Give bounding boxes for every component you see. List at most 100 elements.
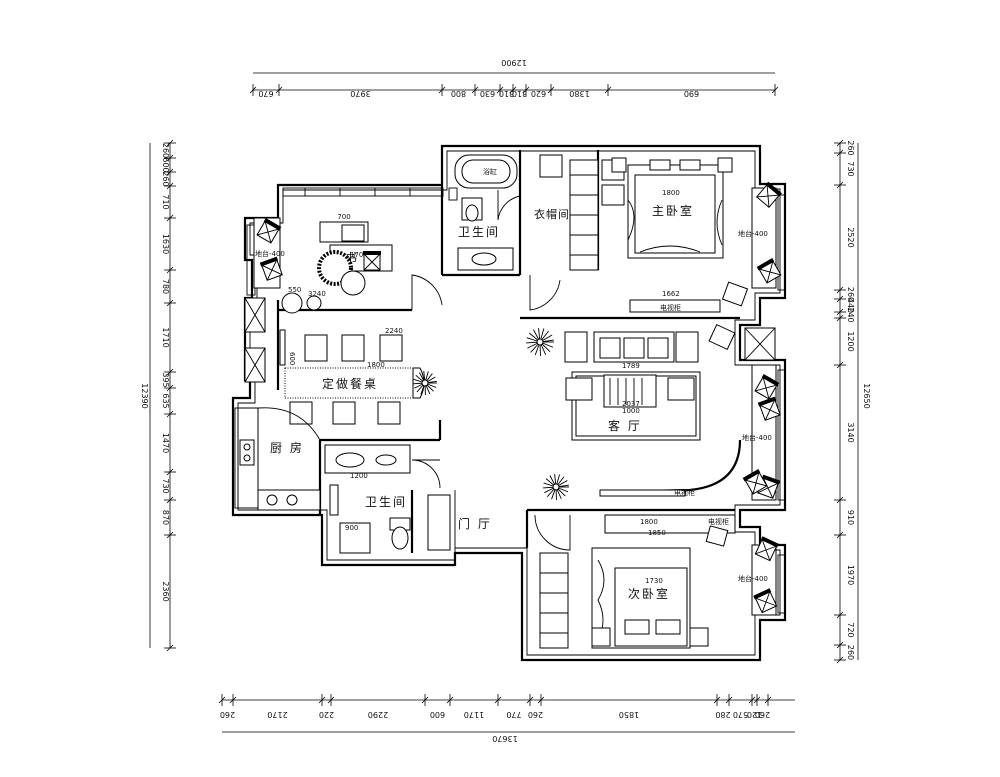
right-dim-label: 1970 — [846, 565, 855, 585]
kitchen: 厨 房 — [237, 407, 321, 511]
living-room: 1789 1000 2037 客 厅 地台-400 电视柜 — [564, 323, 777, 501]
right-total-dim: 12650 — [862, 383, 871, 408]
carpet-dim: 2037 — [622, 400, 640, 408]
master-bed-dim: 1800 — [662, 189, 680, 197]
bar-depth-dim: 600 — [288, 352, 296, 365]
bottom-dim-label: 120 — [747, 710, 762, 719]
right-dim-label: 720 — [846, 622, 855, 637]
kitchen-label: 厨 房 — [270, 440, 304, 455]
second-bedroom-label: 次卧室 — [628, 586, 670, 601]
bottom-dim-label: 2170 — [267, 710, 287, 719]
left-dim-label: 600 — [161, 157, 170, 172]
study-table-dim: 1700 — [350, 251, 368, 259]
second-bed-dim: 1730 — [645, 577, 663, 585]
living-room-label: 客 厅 — [608, 418, 642, 433]
balcony-chair — [742, 468, 768, 495]
bottom-dim-label: 2290 — [368, 710, 388, 719]
left-dimensions: 2606002607101630780171039563514707308702… — [140, 139, 176, 652]
balcony-chair — [757, 396, 781, 421]
right-dim-label: 260 — [846, 645, 855, 660]
bottom-dim-label: 280 — [715, 710, 730, 719]
top-dim-label: 1380 — [569, 89, 589, 98]
balcony-chair — [754, 536, 779, 562]
left-total-dim: 12390 — [140, 383, 149, 408]
top-total-dim: 12900 — [501, 58, 526, 67]
right-dim-label: 260 — [846, 287, 855, 302]
study-chair-dim: 550 — [288, 286, 301, 294]
study-small-dim: 3240 — [308, 290, 326, 298]
bottom-dim-label: 260 — [755, 710, 770, 719]
sofa-dim: 1789 — [622, 362, 640, 370]
balcony-chair — [756, 181, 782, 208]
walls — [231, 144, 787, 662]
second-desk-dim: 1850 — [648, 529, 666, 537]
master-balcony-label: 地台-400 — [738, 229, 768, 238]
bottom-dim-label: 220 — [319, 710, 334, 719]
bar-label: 定做餐桌 — [322, 376, 378, 391]
right-dim-label: 730 — [846, 161, 855, 176]
right-dimensions: 2607302520260440240120031409101970720260… — [834, 139, 871, 664]
windows — [234, 187, 786, 614]
master-bath-label: 卫生间 — [458, 225, 500, 239]
second-tv-dim: 1800 — [640, 518, 658, 526]
basin-dim: 1200 — [350, 472, 368, 480]
right-dim-label: 240 — [846, 307, 855, 322]
plant-pot — [552, 483, 560, 491]
dining-bar: 600 2240 定做餐桌 1800 — [279, 327, 425, 425]
coffee-table-dim: 1000 — [622, 407, 640, 415]
doors — [411, 190, 571, 551]
right-dim-label: 910 — [846, 510, 855, 525]
top-dim-label: 310 — [512, 89, 527, 98]
top-dim-label: 620 — [531, 89, 546, 98]
left-dim-label: 780 — [161, 279, 170, 294]
second-balcony-label: 地台-400 — [738, 574, 768, 583]
left-dim-label: 635 — [161, 393, 170, 408]
master-tv-label: 电视柜 — [660, 303, 681, 312]
master-tv-dim: 1662 — [662, 290, 680, 298]
bottom-dim-label: 1170 — [464, 710, 484, 719]
bottom-total-dim: 13670 — [492, 734, 517, 743]
right-dim-label: 260 — [846, 140, 855, 155]
bathtub-label: 浴缸 — [483, 167, 497, 176]
bottom-dim-label: 770 — [506, 710, 521, 719]
bar-side-dim: 1800 — [367, 361, 385, 369]
master-bedroom-label: 主卧室 — [652, 203, 694, 218]
master-bath: 浴缸 卫生间 — [448, 154, 518, 271]
bottom-dim-label: 1850 — [619, 710, 639, 719]
left-dim-label: 710 — [161, 194, 170, 209]
top-dim-label: 800 — [451, 89, 466, 98]
bottom-dim-label: 600 — [430, 710, 445, 719]
second-bedroom: 电视柜 1800 1850 1730 次卧室 地台-400 — [539, 514, 777, 649]
living-tv-label: 电视柜 — [674, 488, 695, 497]
second-desk-label: 电视柜 — [708, 517, 729, 526]
master-bedroom: 1800 主卧室 地台-400 电视柜 1662 — [611, 157, 777, 313]
bath2-label: 卫生间 — [365, 495, 407, 509]
balcony-chair — [256, 217, 282, 244]
balcony-chair — [753, 588, 778, 614]
left-dim-label: 260 — [161, 143, 170, 158]
plant-pot — [536, 338, 544, 346]
bath2-small-dim: 900 — [345, 524, 358, 532]
second-bath: 1200 卫生间 900 — [324, 444, 451, 554]
right-dim-label: 3140 — [846, 422, 855, 442]
balcony-chair — [756, 257, 782, 284]
right-dim-label: 440 — [846, 298, 855, 313]
balcony-chair — [363, 251, 381, 271]
left-dim-label: 870 — [161, 510, 170, 525]
top-dim-label: 690 — [684, 89, 699, 98]
study-desk-dim: 700 — [337, 213, 350, 221]
bar-width-dim: 2240 — [385, 327, 403, 335]
left-dim-label: 260 — [161, 171, 170, 186]
top-dim-label: 670 — [258, 89, 273, 98]
balcony-chair — [259, 256, 283, 281]
cloakroom: 衣帽间 — [534, 154, 625, 271]
bottom-dim-label: 260 — [528, 710, 543, 719]
bottom-dim-label: 570 — [733, 710, 748, 719]
plants — [412, 328, 569, 501]
plant-pot — [421, 379, 429, 387]
foyer-label: 门 厅 — [458, 516, 492, 531]
